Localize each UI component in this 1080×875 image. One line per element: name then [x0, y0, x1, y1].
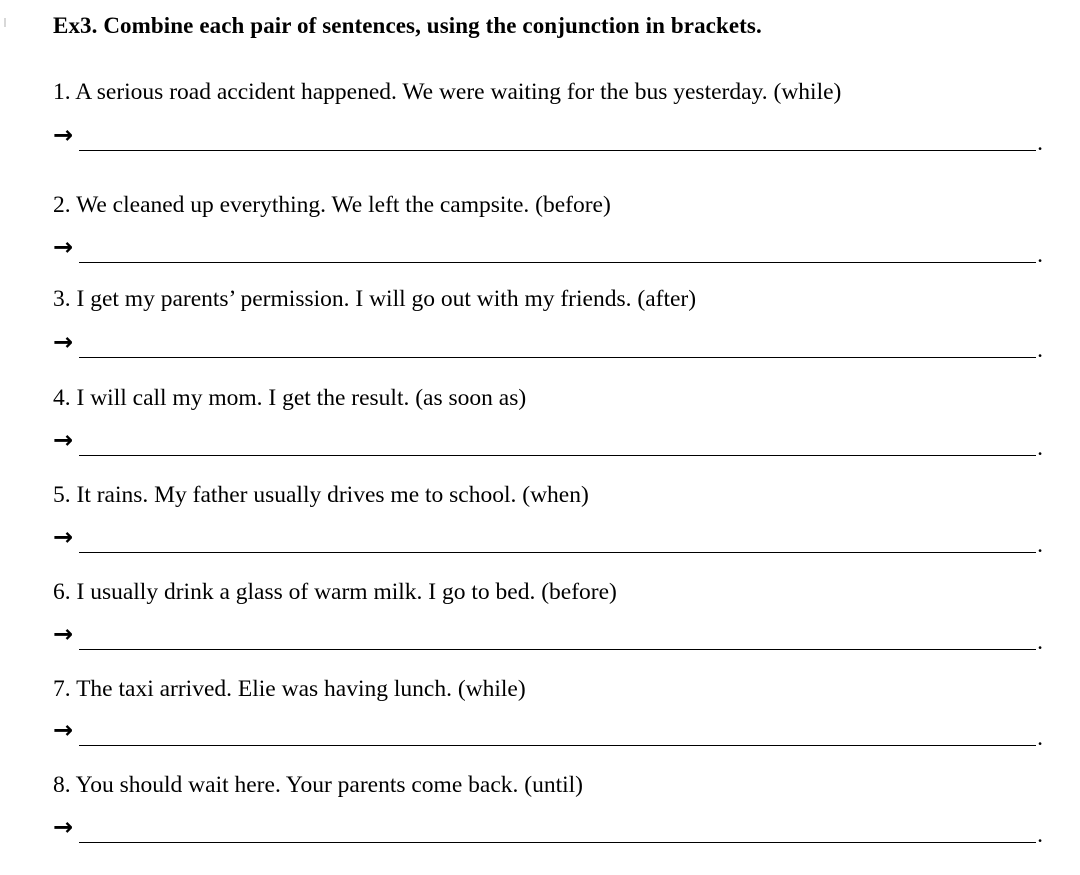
answer-line[interactable]: →. [53, 235, 1043, 268]
answer-line[interactable]: →. [53, 525, 1043, 558]
answer-line[interactable]: →. [53, 622, 1043, 655]
answer-line[interactable]: →. [53, 428, 1043, 461]
answer-end-period: . [1037, 724, 1043, 751]
answer-line[interactable]: →. [53, 330, 1043, 363]
answer-end-period: . [1037, 434, 1043, 461]
answer-end-period: . [1037, 628, 1043, 655]
answer-end-period: . [1037, 336, 1043, 363]
exercise-prompt: 1. A serious road accident happened. We … [53, 79, 842, 105]
exercise-prompt: 5. It rains. My father usually drives me… [53, 482, 589, 508]
arrow-right-icon: → [53, 523, 74, 551]
exercise-prompt: 6. I usually drink a glass of warm milk.… [53, 579, 617, 605]
arrow-right-icon: → [53, 716, 74, 744]
arrow-right-icon: → [53, 620, 74, 648]
answer-line[interactable]: →. [53, 718, 1043, 751]
answer-line[interactable]: →. [53, 815, 1043, 848]
answer-blank[interactable] [79, 745, 1037, 746]
arrow-right-icon: → [53, 426, 74, 454]
arrow-right-icon: → [53, 328, 74, 356]
answer-end-period: . [1037, 241, 1043, 268]
answer-blank[interactable] [79, 150, 1037, 151]
arrow-right-icon: → [53, 233, 74, 261]
answer-end-period: . [1037, 531, 1043, 558]
arrow-right-icon: → [53, 121, 74, 149]
answer-blank[interactable] [79, 552, 1037, 553]
exercise-prompt: 4. I will call my mom. I get the result.… [53, 385, 527, 411]
exercise-prompt: 7. The taxi arrived. Elie was having lun… [53, 676, 526, 702]
page-edge-artifact [4, 18, 6, 27]
exercise-prompt: 8. You should wait here. Your parents co… [53, 772, 583, 798]
answer-blank[interactable] [79, 842, 1037, 843]
answer-blank[interactable] [79, 262, 1037, 263]
answer-blank[interactable] [79, 357, 1037, 358]
arrow-right-icon: → [53, 813, 74, 841]
page-title: Ex3. Combine each pair of sentences, usi… [53, 13, 762, 38]
answer-line[interactable]: →. [53, 123, 1043, 156]
answer-blank[interactable] [79, 649, 1037, 650]
answer-end-period: . [1037, 129, 1043, 156]
answer-blank[interactable] [79, 455, 1037, 456]
answer-end-period: . [1037, 821, 1043, 848]
exercise-prompt: 2. We cleaned up everything. We left the… [53, 192, 611, 218]
exercise-prompt: 3. I get my parents’ permission. I will … [53, 286, 697, 312]
